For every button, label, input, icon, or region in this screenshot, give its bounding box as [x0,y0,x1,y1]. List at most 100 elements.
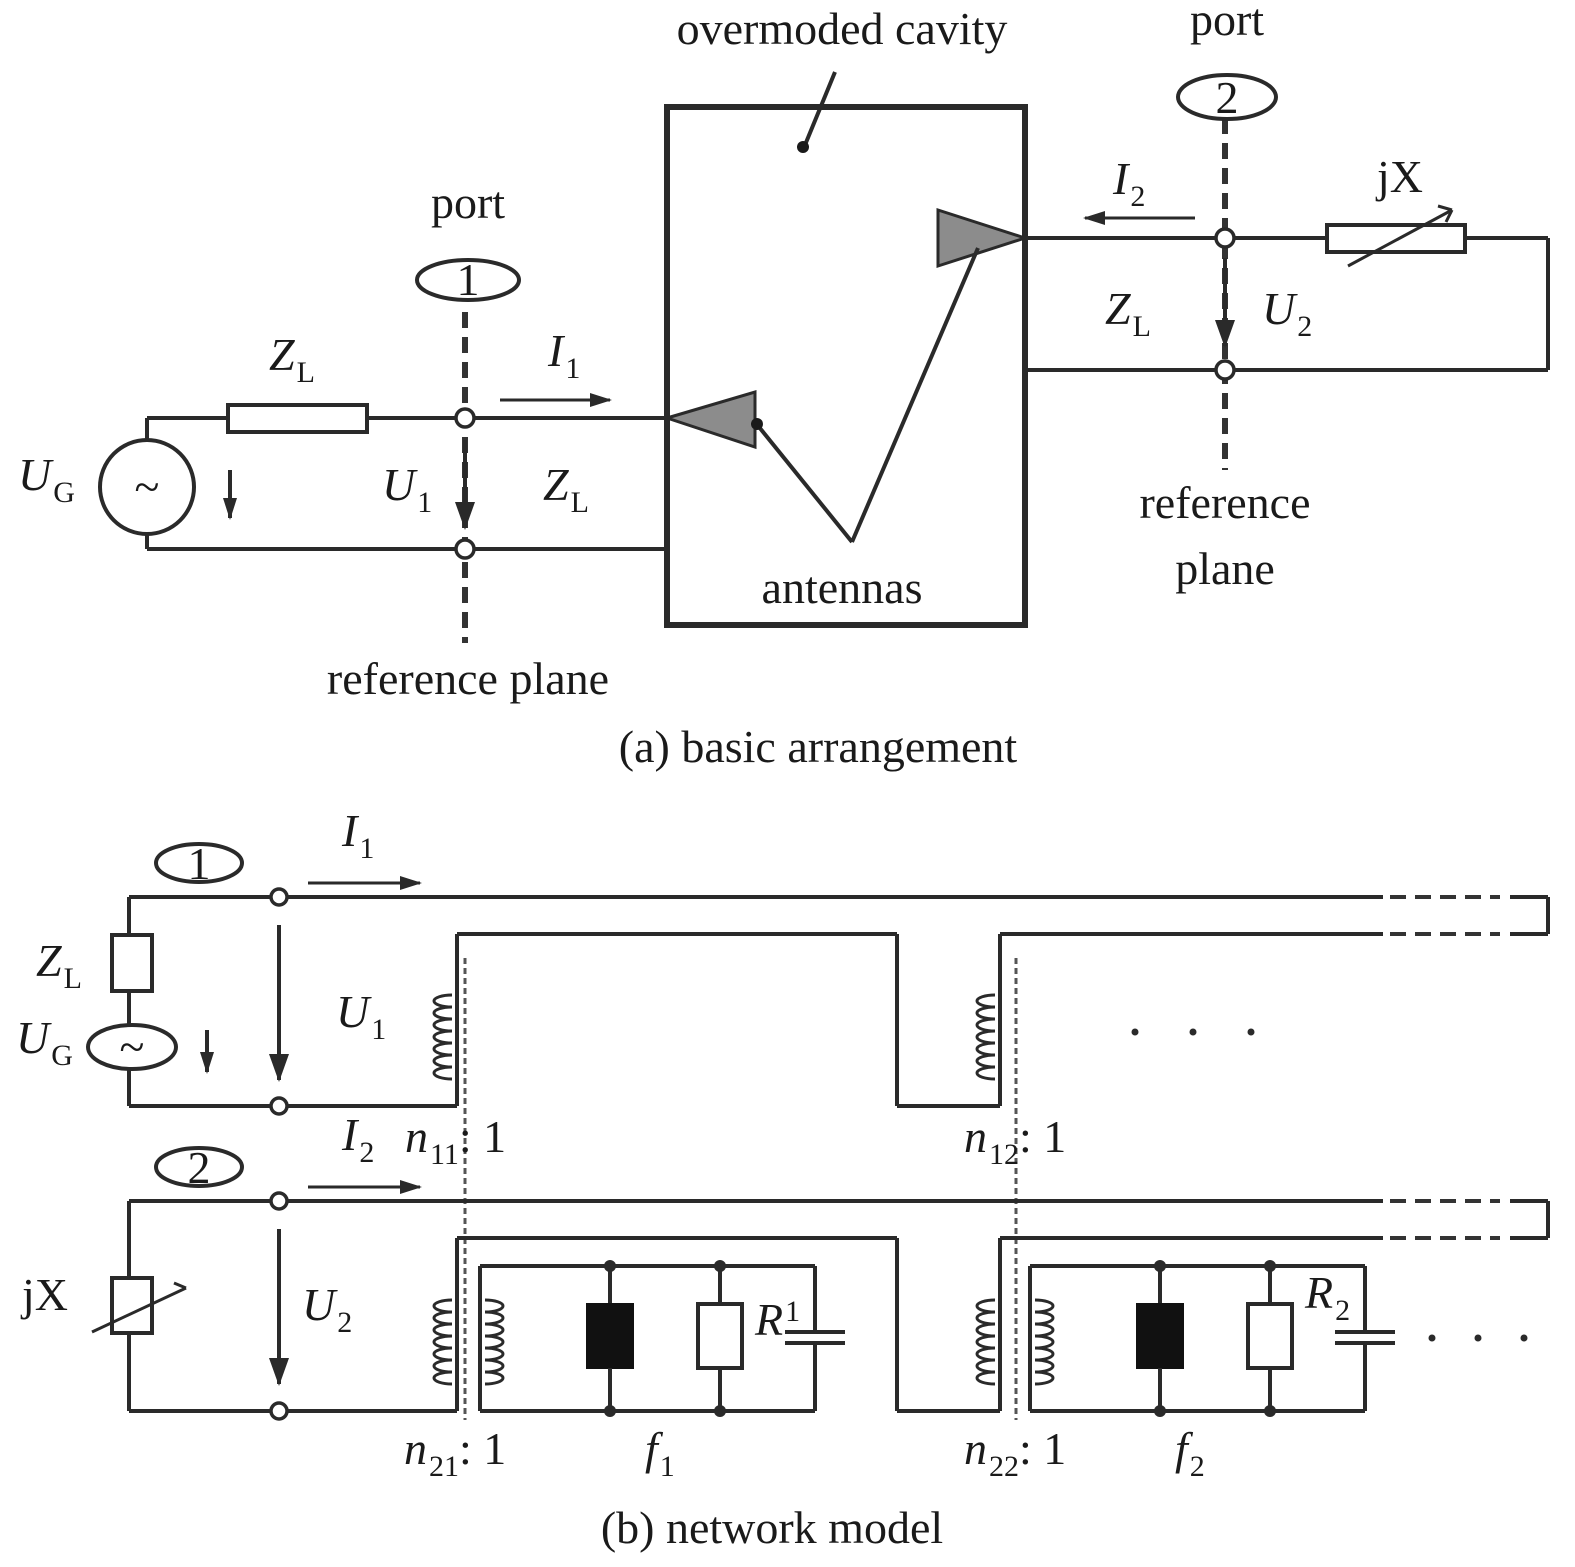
antenna-left [661,389,757,450]
port1-number: 1 [457,254,480,305]
ac-source-circle [98,438,196,536]
port1-number: 1 [188,838,211,889]
zl-resistor-left [226,403,369,434]
port1-badge [154,842,244,884]
ac-source-glyph: ~ [135,461,160,512]
port2-terminal-top [1214,227,1236,249]
overmoded-cavity [664,71,1028,628]
jx-label: jX [20,1269,68,1320]
ellipsis-dot [1428,1334,1436,1342]
ray-dot [751,418,763,430]
coil-n11-primary [432,993,453,1081]
port2-terminal-top [269,1191,289,1211]
node-dot [604,1260,616,1272]
n22-label: n22: 1 [964,1423,1066,1483]
cavity-leader-line [803,71,837,146]
node-dot [1154,1260,1166,1272]
cavity-label: overmoded cavity [677,3,1008,54]
jx-label-right: jX [1375,151,1423,202]
cavity-leader-dot [797,141,809,153]
port1-badge [415,258,521,302]
jx-variable-arrow [91,1286,187,1334]
coil-n21-secondary [484,1298,505,1386]
zl-label-left: ZL [269,329,315,389]
jx-variable-arrow [1347,208,1453,268]
ray-segment-1 [753,420,854,544]
node-dot [714,1260,726,1272]
jx-variable-arrow-tick [1444,209,1454,223]
n11-label: n11: 1 [405,1111,506,1171]
i2-label: I2 [341,1109,374,1169]
n21-label: n21: 1 [404,1423,506,1483]
u1-label: U1 [382,459,432,519]
port2-terminal-bottom [269,1401,289,1421]
resonator-1 [478,1260,845,1417]
ug-label: UG [16,1012,73,1072]
antennas-label: antennas [762,562,923,613]
cavity-wall [664,104,1028,628]
port1-terminal-top [454,407,476,429]
coil-n22-secondary [1034,1298,1055,1386]
node-dot [1264,1260,1276,1272]
jx-variable-arrow-tick [173,1281,187,1290]
port2-badge [154,1146,244,1188]
i2-label: I2 [1112,153,1145,213]
port1-terminal-top [269,887,289,907]
ellipsis-dot [1131,1028,1139,1036]
n12-label: n12: 1 [964,1111,1066,1171]
part-b-network-model: 1 ~ ZL UG U1 I1 n11: 1 n12: 1 [16,805,1550,1553]
caption-a: (a) basic arrangement [619,721,1018,772]
node-dot [1154,1405,1166,1417]
part-a-basic-arrangement: overmoded cavity antennas ~ UG ZL ZL [18,0,1550,772]
f2-label: f2 [1175,1423,1205,1483]
jx-reactance [110,1276,154,1335]
port1-label: port [431,177,505,228]
node-dot [604,1405,616,1417]
port2-circuit [1025,204,1550,372]
ellipsis-dot [1247,1028,1255,1036]
port1-terminal-bottom [454,538,476,560]
antennas [661,207,1030,544]
port2-terminal-bottom [1214,359,1236,381]
node-dot [714,1405,726,1417]
u1-label: U1 [336,986,386,1046]
inductor-filled-block [586,1303,634,1369]
port2-reference-plane-label-line2: plane [1175,543,1275,594]
jx-variable-arrow-tick [1437,204,1453,212]
r2-resistor [1246,1302,1294,1370]
port1-reference-plane [415,258,612,643]
zl-label: ZL [36,935,82,995]
ellipsis-dot [1520,1334,1528,1342]
coil-n21-primary [432,1298,453,1386]
i1-label: I1 [547,325,580,385]
port1-reference-plane-label: reference plane [327,653,609,704]
r2-label: R2 [1304,1267,1350,1327]
r1-label: R1 [754,1294,800,1345]
port2-reference-plane-label-line1: reference [1139,477,1310,528]
inductor-filled-block [1136,1303,1184,1369]
r1-resistor [696,1302,744,1370]
ug-label: UG [18,449,75,509]
port1-network [86,842,1550,1116]
ellipsis-dot [1474,1334,1482,1342]
antenna-right [936,207,1030,269]
i1-label: I1 [341,805,374,865]
port2-network [91,1146,1550,1421]
ac-source-glyph: ~ [120,1021,145,1072]
zl-label-right: ZL [1105,283,1151,343]
node-dot [1264,1405,1276,1417]
jx-reactance-right [1325,223,1467,254]
ellipsis-dot [1189,1028,1197,1036]
port2-number: 2 [188,1142,211,1193]
ray-segment-2 [850,247,980,543]
port1-terminal-bottom [269,1096,289,1116]
port1-circuit [98,403,667,551]
ac-source-circle [86,1023,178,1071]
port2-label: port [1190,0,1264,45]
port2-number: 2 [1216,72,1239,123]
f1-label: f1 [645,1423,675,1483]
zl-label-middle: ZL [543,459,589,519]
zl-resistor [110,933,154,993]
u2-label: U2 [1262,283,1312,343]
